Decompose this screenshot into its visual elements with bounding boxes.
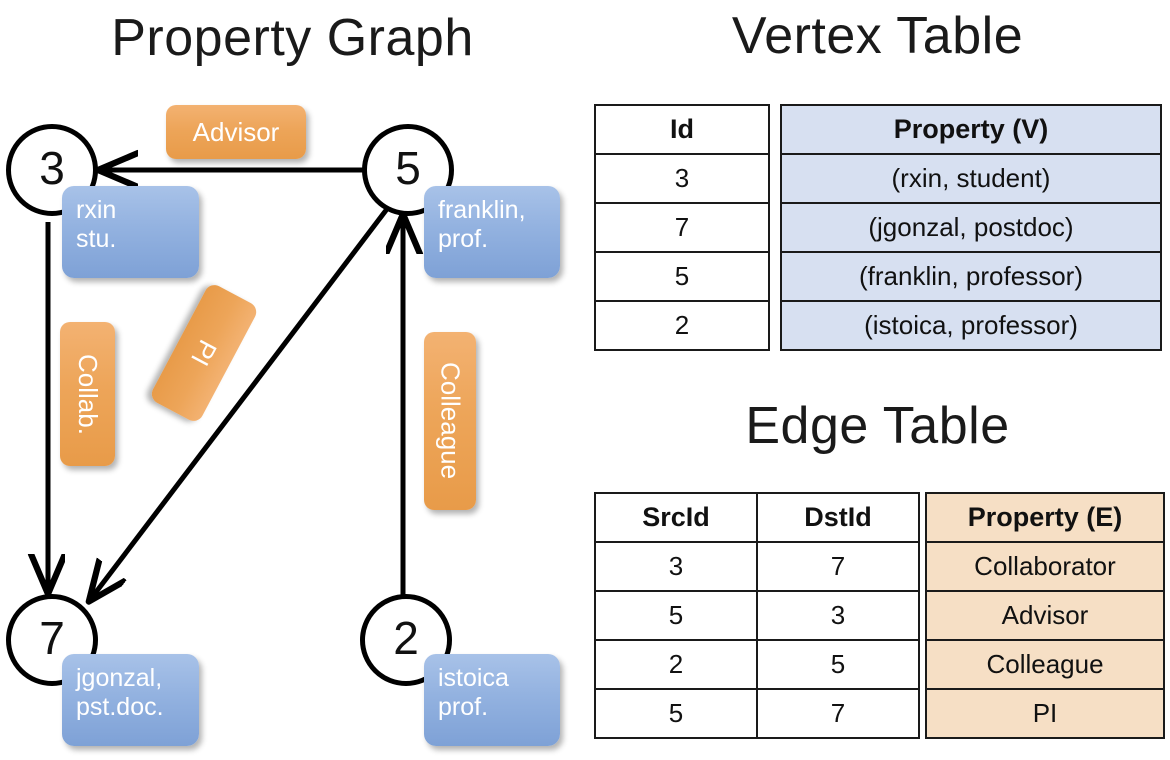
edge-row-3-property: PI <box>925 688 1165 739</box>
vertex-row-3-property: (istoica, professor) <box>780 300 1162 351</box>
edge-row-0-src: 3 <box>594 541 758 592</box>
vertex-row-3-id: 2 <box>594 300 770 351</box>
vertex-3-property-line2: stu. <box>76 224 117 253</box>
edge-table-header-dstid: DstId <box>756 492 920 543</box>
edge-table-property-column: Property (E) Collaborator Advisor Collea… <box>925 492 1165 739</box>
table-row[interactable]: (jgonzal, postdoc) <box>780 202 1162 253</box>
table-row[interactable]: 5 <box>594 251 770 302</box>
vertex-row-0-property: (rxin, student) <box>780 153 1162 204</box>
vertex-5-property-line1: franklin, <box>438 196 526 224</box>
vertex-row-1-id: 7 <box>594 202 770 253</box>
table-row[interactable]: 2 5 <box>594 639 920 690</box>
vertex-node-5-id: 5 <box>395 142 421 194</box>
edge-row-2-dst: 5 <box>756 639 920 690</box>
vertex-row-1-property: (jgonzal, postdoc) <box>780 202 1162 253</box>
vertex-7-property-box[interactable]: jgonzal, pst.doc. <box>62 654 199 746</box>
vertex-table-header-property: Property (V) <box>780 104 1162 155</box>
vertex-row-0-id: 3 <box>594 153 770 204</box>
edge-label-advisor-text: Advisor <box>192 116 280 147</box>
vertex-row-2-id: 5 <box>594 251 770 302</box>
vertex-2-property-line1: istoica <box>438 664 509 692</box>
vertex-table-header-id: Id <box>594 104 770 155</box>
table-header-row: Property (E) <box>925 492 1165 543</box>
vertex-3-property-box[interactable]: rxin stu. <box>62 186 199 278</box>
table-header-row: Property (V) <box>780 104 1162 155</box>
edge-5-to-7 <box>90 203 392 600</box>
edge-label-collab[interactable]: Collab. <box>60 322 115 466</box>
vertex-node-2[interactable]: 2 <box>360 594 452 686</box>
table-row[interactable]: 5 3 <box>594 590 920 641</box>
edge-label-colleague[interactable]: Colleague <box>424 332 476 510</box>
edge-row-3-src: 5 <box>594 688 758 739</box>
page-title-property-graph: Property Graph <box>111 9 474 67</box>
page-title-edge-table: Edge Table <box>745 397 1010 455</box>
vertex-7-property-line1: jgonzal, <box>76 664 163 692</box>
table-row[interactable]: (istoica, professor) <box>780 300 1162 351</box>
graph-edges-svg <box>0 0 585 760</box>
edge-row-0-dst: 7 <box>756 541 920 592</box>
table-row[interactable]: Collaborator <box>925 541 1165 592</box>
table-row[interactable]: PI <box>925 688 1165 739</box>
vertex-table-id-column: Id 3 7 5 2 <box>594 104 770 351</box>
table-row[interactable]: Advisor <box>925 590 1165 641</box>
edge-row-1-dst: 3 <box>756 590 920 641</box>
edge-table-header-property: Property (E) <box>925 492 1165 543</box>
table-row[interactable]: 5 7 <box>594 688 920 739</box>
edge-row-2-property: Colleague <box>925 639 1165 690</box>
edge-row-2-src: 2 <box>594 639 758 690</box>
vertex-2-property-box[interactable]: istoica prof. <box>424 654 560 746</box>
table-row[interactable]: 3 <box>594 153 770 204</box>
table-row[interactable]: 3 7 <box>594 541 920 592</box>
vertex-row-2-property: (franklin, professor) <box>780 251 1162 302</box>
edge-row-1-property: Advisor <box>925 590 1165 641</box>
table-header-row: SrcId DstId <box>594 492 920 543</box>
table-row[interactable]: (rxin, student) <box>780 153 1162 204</box>
table-row[interactable]: (franklin, professor) <box>780 251 1162 302</box>
edge-label-advisor[interactable]: Advisor <box>166 105 306 159</box>
table-row[interactable]: 7 <box>594 202 770 253</box>
edge-label-collab-text: Collab. <box>73 353 103 435</box>
vertex-3-property-line1: rxin <box>76 196 117 224</box>
edge-row-3-dst: 7 <box>756 688 920 739</box>
vertex-5-property-box[interactable]: franklin, prof. <box>424 186 560 278</box>
vertex-node-7-id: 7 <box>39 612 65 664</box>
edge-row-0-property: Collaborator <box>925 541 1165 592</box>
edge-table-header-srcid: SrcId <box>594 492 758 543</box>
vertex-table-property-column: Property (V) (rxin, student) (jgonzal, p… <box>780 104 1162 351</box>
property-graph-diagram: 3 5 7 2 rxin stu. franklin, prof. jgonza… <box>0 0 585 760</box>
vertex-7-property-line2: pst.doc. <box>76 692 164 721</box>
edge-table-src-dst-columns: SrcId DstId 3 7 5 3 2 5 5 7 <box>594 492 920 739</box>
page-title-vertex-table: Vertex Table <box>731 7 1024 65</box>
vertex-node-2-id: 2 <box>393 612 419 664</box>
vertex-node-3-id: 3 <box>39 142 65 194</box>
edge-label-colleague-text: Colleague <box>435 362 466 480</box>
vertex-2-property-line2: prof. <box>438 692 489 721</box>
vertex-5-property-line2: prof. <box>438 224 489 253</box>
edge-label-pi-text: PI <box>185 335 224 372</box>
table-header-row: Id <box>594 104 770 155</box>
table-row[interactable]: Colleague <box>925 639 1165 690</box>
table-row[interactable]: 2 <box>594 300 770 351</box>
edge-row-1-src: 5 <box>594 590 758 641</box>
